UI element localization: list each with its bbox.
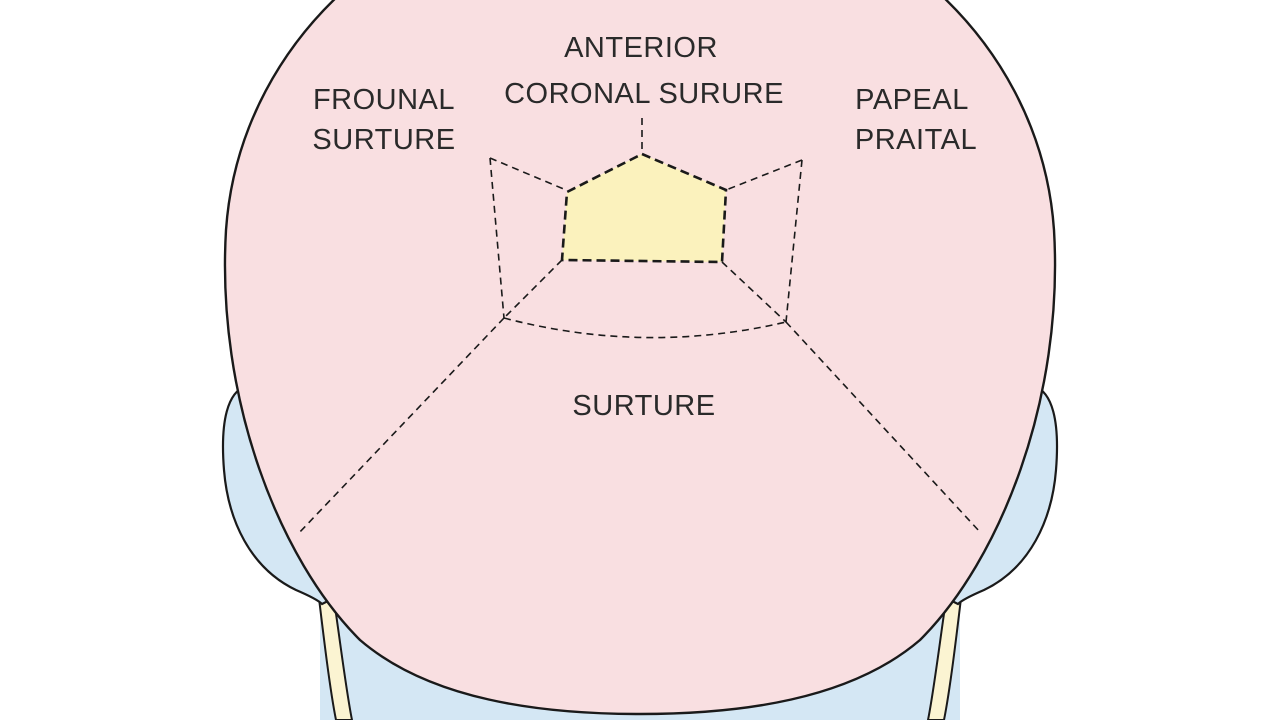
parietal-label-line2: PRAITAL <box>855 124 977 156</box>
suture-lines <box>297 118 981 535</box>
lambdoid-arc <box>503 317 787 339</box>
frontal-suture-label-line1: FROUNAL <box>313 84 455 116</box>
right-upper-suture <box>725 159 803 191</box>
right-inner-diagonal <box>721 261 787 323</box>
head-outline <box>223 0 1057 716</box>
anterior-label-line1: ANTERIOR <box>564 32 718 64</box>
parietal-label-line1: PAPEAL <box>855 84 969 116</box>
anterior-label-line2: CORONAL SURURE <box>504 78 784 110</box>
neck-left-strip <box>316 588 354 720</box>
center-suture-label: SURTURE <box>572 390 715 422</box>
left-lambdoid-suture <box>297 317 505 535</box>
labels: ANTERIOR CORONAL SURURE FROUNAL SURTURE … <box>312 32 977 422</box>
left-upper-suture <box>489 157 567 191</box>
right-vertical-suture <box>785 159 803 323</box>
left-vertical-suture <box>489 157 505 319</box>
anterior-fontanelle <box>560 152 728 264</box>
left-inner-diagonal <box>503 259 563 319</box>
frontal-suture-label-line2: SURTURE <box>312 124 455 156</box>
neck-right-strip <box>926 588 964 720</box>
